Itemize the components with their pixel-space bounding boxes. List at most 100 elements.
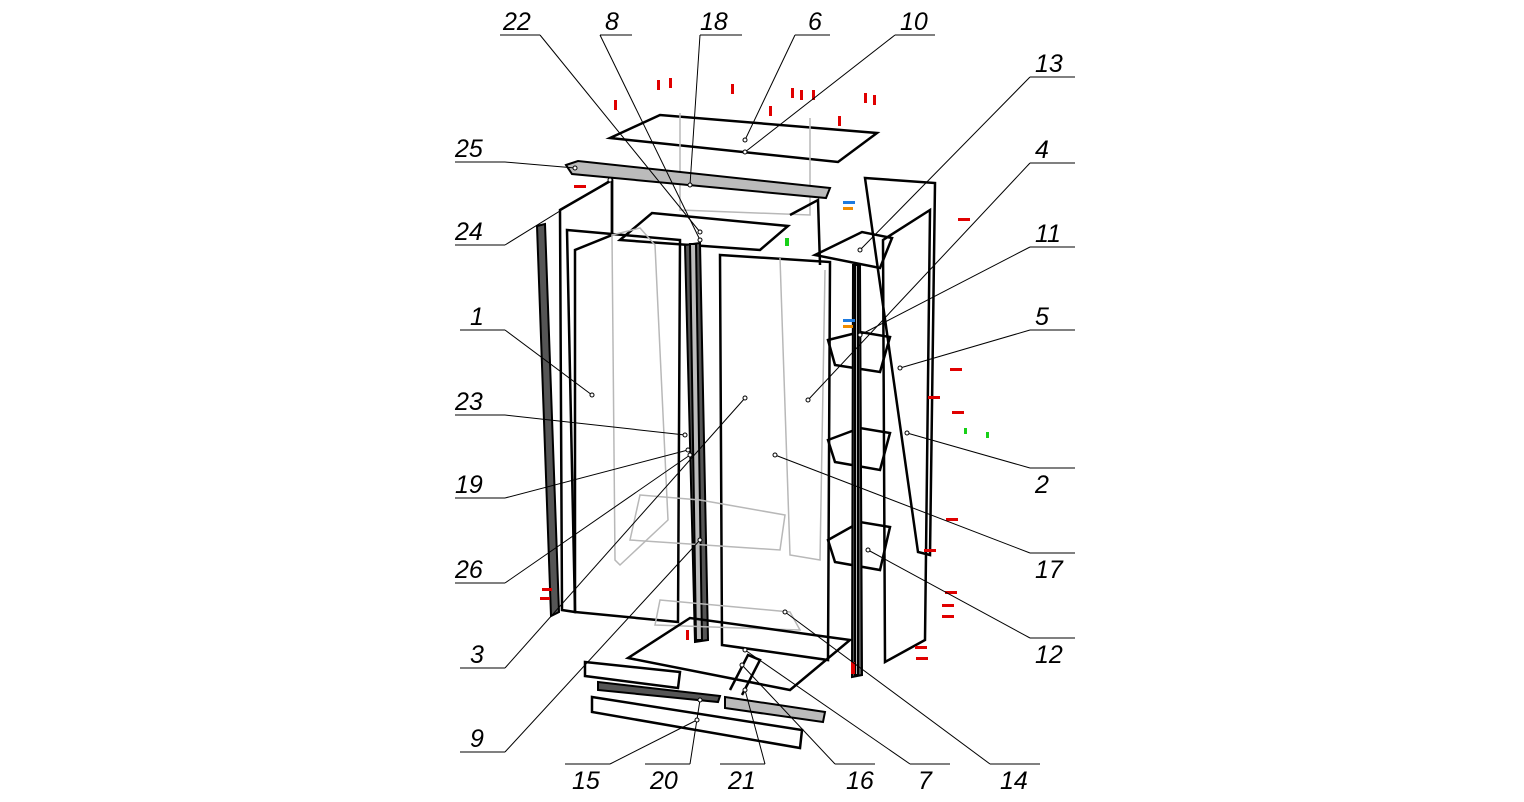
part-number: 7 <box>918 767 933 795</box>
part-number: 16 <box>846 767 874 795</box>
right-door <box>718 253 832 662</box>
leader-dot <box>694 717 700 723</box>
callout-14: 14 <box>782 609 1040 795</box>
callout-4: 4 <box>805 136 1075 403</box>
leader-line <box>774 454 1031 554</box>
part-number: 14 <box>1000 767 1028 795</box>
leader-dot <box>782 609 788 615</box>
leader-line <box>609 719 698 765</box>
callout-8: 8 <box>599 8 703 243</box>
leader-line <box>504 397 746 669</box>
leader-dot <box>739 662 745 668</box>
callout-12: 12 <box>865 547 1075 669</box>
leader-line <box>689 34 701 186</box>
leader-line <box>504 414 686 436</box>
top-rail <box>564 159 832 200</box>
fastener-marks <box>540 78 989 674</box>
part-number: 24 <box>454 218 483 246</box>
leader-line <box>539 34 701 233</box>
leader-line <box>504 179 611 246</box>
leader-line <box>744 649 911 765</box>
part-number: 3 <box>470 641 484 669</box>
leader-line <box>784 611 991 765</box>
part-number: 13 <box>1035 50 1063 78</box>
leader-dot <box>697 697 703 703</box>
leader-dot <box>897 365 903 371</box>
leader-line <box>599 34 701 241</box>
callout-7: 7 <box>742 647 950 795</box>
callout-20: 20 <box>645 697 703 795</box>
leader-line <box>504 329 593 396</box>
part-number: 20 <box>649 767 678 795</box>
callout-18: 18 <box>687 8 742 188</box>
leader-dot <box>742 137 748 143</box>
part-number: 25 <box>454 135 483 163</box>
callout-24: 24 <box>454 177 613 246</box>
callout-22: 22 <box>500 8 703 235</box>
leader-line <box>504 161 576 169</box>
part-number: 19 <box>455 471 483 499</box>
left-door <box>565 228 682 624</box>
callout-26: 26 <box>454 452 693 584</box>
leader-dot <box>607 177 613 183</box>
plinth-front <box>583 660 682 690</box>
leader-dot <box>742 149 748 155</box>
leader-line <box>504 454 691 584</box>
callout-15: 15 <box>565 717 700 795</box>
leader-dot <box>772 452 778 458</box>
leader-line <box>741 664 836 765</box>
leader-dot <box>742 647 748 653</box>
leader-line <box>859 76 1031 251</box>
callout-21: 21 <box>720 687 766 795</box>
callout-16: 16 <box>739 662 875 795</box>
leader-dot <box>742 395 748 401</box>
part-number: 5 <box>1035 303 1049 331</box>
leader-dot <box>589 392 595 398</box>
plinth-side <box>724 695 827 724</box>
leader-dot <box>805 397 811 403</box>
top-panel <box>605 113 881 164</box>
callout-9: 9 <box>460 537 703 753</box>
leader-dot <box>687 182 693 188</box>
part-number: 6 <box>808 8 822 36</box>
leader-line <box>807 162 1031 401</box>
callout-25: 25 <box>454 135 578 171</box>
leader-dot <box>697 537 703 543</box>
callout-3: 3 <box>460 395 748 669</box>
leader-dot <box>904 430 910 436</box>
right-side-panel <box>863 176 937 557</box>
callout-6: 6 <box>742 8 830 143</box>
right-inner-panel <box>881 207 932 665</box>
part-number: 11 <box>1035 220 1061 248</box>
leader-line <box>867 549 1031 639</box>
plinth-long <box>590 695 804 750</box>
part-number: 18 <box>700 8 728 36</box>
leader-dot <box>857 247 863 253</box>
leader-dot <box>742 687 748 693</box>
leader-dot <box>572 165 578 171</box>
shelf-unit-top <box>811 230 894 270</box>
part-number: 26 <box>454 556 483 584</box>
plinth-rail <box>597 680 722 704</box>
callout-17: 17 <box>772 452 1075 584</box>
leader-line <box>504 449 689 499</box>
leader-line <box>899 329 1031 369</box>
part-number: 2 <box>1034 471 1049 499</box>
part-number: 23 <box>454 388 483 416</box>
callout-5: 5 <box>897 303 1075 371</box>
leader-line <box>689 699 701 765</box>
leader-dot <box>697 237 703 243</box>
part-number: 8 <box>605 8 619 36</box>
bottom-panel <box>624 616 853 692</box>
leader-line <box>859 246 1031 336</box>
callout-19: 19 <box>455 447 691 499</box>
leader-dot <box>857 332 863 338</box>
leader-dot <box>682 432 688 438</box>
leader-dot <box>685 447 691 453</box>
part-number: 10 <box>900 8 928 36</box>
callout-13: 13 <box>857 50 1075 253</box>
callout-11: 11 <box>857 220 1075 338</box>
part-number: 12 <box>1035 641 1063 669</box>
leader-dot <box>865 547 871 553</box>
